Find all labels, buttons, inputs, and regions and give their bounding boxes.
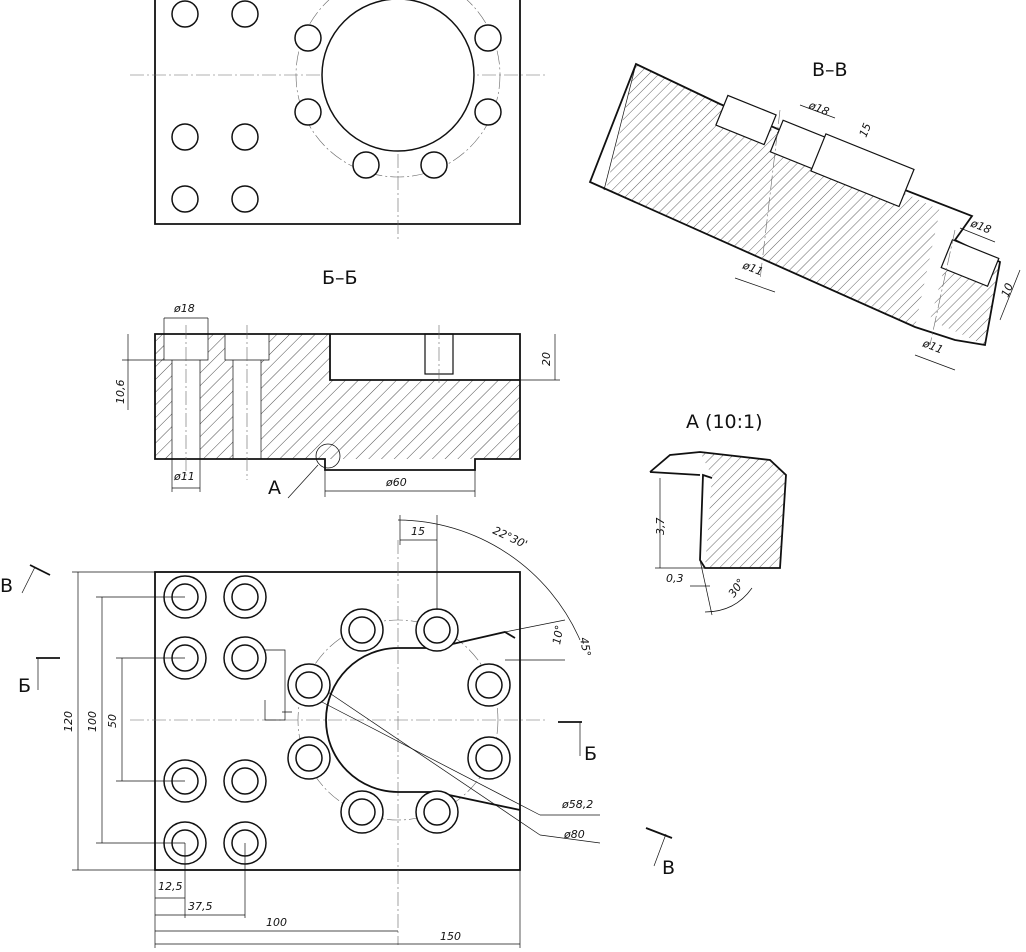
vv-title: В–В [812, 59, 848, 81]
section-bb [154, 325, 521, 480]
hole-ring-7 [340, 790, 384, 834]
section-vv [588, 62, 1002, 347]
hole-ring-4 [467, 663, 511, 707]
cut-label-b-right: Б [584, 743, 597, 765]
plan-dim-15: 15 [411, 525, 425, 538]
main-plan-view [130, 540, 545, 945]
bb-title: Б–Б [322, 267, 358, 289]
hole-ring-2 [415, 608, 459, 652]
plan-dim-100w: 100 [266, 916, 287, 929]
cut-mark-b-right [558, 721, 582, 756]
cut-label-b-left: Б [18, 675, 31, 697]
plan-dim-100: 100 [86, 711, 99, 732]
vv-dim-10: 10 [999, 281, 1016, 299]
detail-a-view [649, 451, 787, 616]
top-hole-1 [171, 0, 199, 28]
plan-dim-12-5: 12,5 [158, 880, 183, 893]
top-hole-6 [231, 185, 259, 213]
plan-dim-150: 150 [440, 930, 461, 943]
hole-ring-5 [287, 736, 331, 780]
cut-mark-v-right [645, 827, 673, 867]
plan-dim-50: 50 [106, 714, 119, 728]
plan-dim-120: 120 [62, 711, 75, 732]
hole-left-6 [223, 759, 267, 803]
vv-dim-d11-left: ø11 [740, 258, 765, 278]
vv-dim-15: 15 [857, 121, 874, 139]
hole-left-4 [223, 636, 267, 680]
hole-ring-1 [340, 608, 384, 652]
cut-mark-b-left [36, 657, 60, 690]
detail-a-callout: А [268, 477, 281, 499]
top-hole-4 [231, 123, 259, 151]
bb-dim-d11: ø11 [173, 470, 195, 483]
hole-ring-6 [467, 736, 511, 780]
hole-ring-8 [415, 790, 459, 834]
top-hole-2 [231, 0, 259, 28]
detail-title: А (10:1) [686, 411, 763, 433]
hole-ring-3 [287, 663, 331, 707]
plan-dim-10deg: 10° [550, 624, 566, 645]
bb-dim-20: 20 [540, 352, 553, 366]
plan-dim-d58-2: ø58,2 [561, 798, 593, 811]
detail-dim-30deg: 30° [726, 576, 748, 599]
plan-dim-37-5: 37,5 [188, 900, 213, 913]
top-plan-view [130, 0, 545, 240]
hole-left-2 [223, 575, 267, 619]
plan-dim-d80: ø80 [563, 828, 585, 841]
bb-dim-10-6: 10,6 [114, 380, 127, 405]
detail-dim-3-7: 3,7 [654, 518, 667, 536]
cut-mark-v-left [21, 564, 51, 594]
plan-dim-22-30: 22°30' [491, 524, 530, 551]
top-hole-5 [171, 185, 199, 213]
bb-dim-d60: ø60 [385, 476, 407, 489]
vv-dim-d11-right: ø11 [920, 336, 945, 356]
vv-dim-d18-right: ø18 [968, 216, 993, 236]
cut-label-v-right: В [662, 857, 675, 879]
detail-dim-0-3: 0,3 [666, 572, 684, 585]
cut-label-v-left: В [0, 575, 13, 597]
bb-dim-d18: ø18 [173, 302, 195, 315]
plan-dim-45: 45° [577, 636, 593, 657]
top-hole-3 [171, 123, 199, 151]
